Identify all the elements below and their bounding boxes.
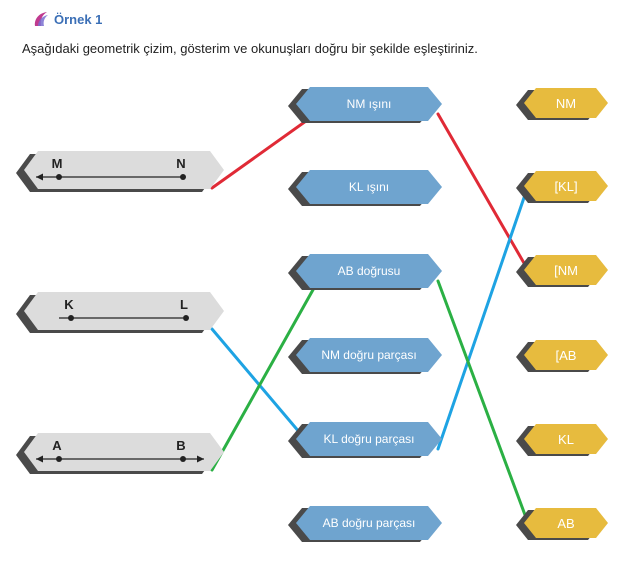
connection-line-4	[436, 184, 530, 451]
name-label: KL ışını	[349, 180, 389, 194]
notation-box-shape	[524, 424, 608, 454]
point-n	[180, 174, 186, 180]
notation-box-open-kl-close: [KL]	[516, 171, 608, 203]
swoosh-icon	[34, 12, 48, 26]
name-label: NM doğru parçası	[321, 348, 416, 362]
name-label: NM ışını	[347, 97, 392, 111]
name-label: KL doğru parçası	[324, 432, 415, 446]
notation-label: KL	[558, 432, 574, 447]
notation-label: [KL]	[554, 179, 577, 194]
name-box-nm-dogru-parcasi: NM doğru parçası	[288, 338, 442, 374]
point-k	[68, 315, 74, 321]
notation-label: NM	[556, 96, 576, 111]
notation-box-shape	[524, 88, 608, 118]
connection-lines	[210, 112, 530, 525]
name-label: AB doğrusu	[338, 264, 401, 278]
notation-label: [AB	[556, 348, 577, 363]
name-box-shape	[296, 506, 442, 540]
right-arrow-icon	[197, 455, 204, 463]
left-arrow-icon	[36, 173, 43, 181]
drawing-box-shape	[24, 292, 224, 330]
name-box-ab-dogru-parcasi: AB doğru parçası	[288, 506, 442, 542]
name-box-shape	[296, 422, 442, 456]
notation-box-ab: AB	[516, 508, 608, 540]
name-box-ab-dogrusu: AB doğrusu	[288, 254, 442, 290]
connection-line-5	[210, 286, 316, 472]
notation-box-nm: NM	[516, 88, 608, 120]
notation-box-shape	[524, 508, 608, 538]
shapes: NM ışını KL ışını AB doğrusu NM doğru parça…	[16, 87, 608, 542]
point-l	[183, 315, 189, 321]
name-box-nm-isini: NM ışını	[288, 87, 442, 123]
point-label-m: M	[52, 156, 63, 171]
point-b	[180, 456, 186, 462]
left-arrow-icon	[36, 455, 43, 463]
notation-box-open-nm: [NM	[516, 255, 608, 287]
instruction-text: Aşağıdaki geometrik çizim, gösterim ve o…	[22, 41, 478, 56]
connection-line-1	[210, 119, 308, 190]
notation-label: [NM	[554, 263, 578, 278]
name-box-shape	[296, 170, 442, 204]
example-header: Örnek 1	[32, 10, 102, 28]
notation-box-open-ab: [AB	[516, 340, 608, 372]
drawing-box-shape	[24, 433, 224, 471]
point-label-a: A	[52, 438, 62, 453]
notation-box-shape	[524, 255, 608, 285]
point-label-b: B	[176, 438, 185, 453]
connection-line-3	[210, 327, 302, 435]
point-label-l: L	[180, 297, 188, 312]
notation-label: AB	[557, 516, 574, 531]
name-box-kl-dogru-parcasi: KL doğru parçası	[288, 422, 442, 458]
point-label-k: K	[64, 297, 74, 312]
connection-line-2	[436, 112, 530, 272]
connection-line-6	[436, 279, 530, 525]
notation-box-shape	[524, 171, 608, 201]
notation-box-kl: KL	[516, 424, 608, 456]
point-a	[56, 456, 62, 462]
name-box-shape	[296, 338, 442, 372]
point-label-n: N	[176, 156, 185, 171]
point-m	[56, 174, 62, 180]
name-box-shape	[296, 254, 442, 288]
example-title: Örnek 1	[54, 11, 103, 27]
name-box-kl-isini: KL ışını	[288, 170, 442, 206]
name-label: AB doğru parçası	[323, 516, 416, 530]
name-box-shape	[296, 87, 442, 121]
notation-box-shape	[524, 340, 608, 370]
drawing-box-shape	[24, 151, 224, 189]
